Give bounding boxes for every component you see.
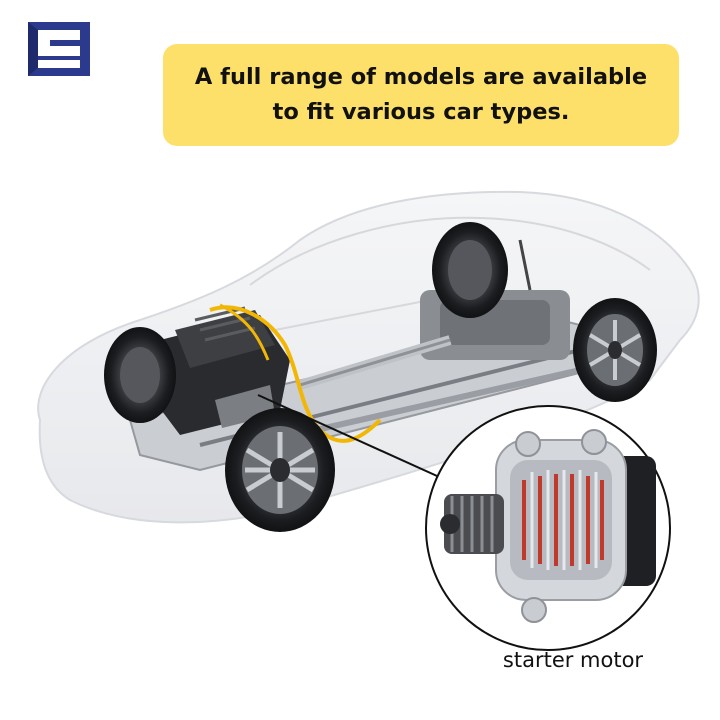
- rear-right-wheel: [573, 298, 657, 402]
- car-chassis-illustration: [37, 190, 700, 532]
- rear-left-wheel: [432, 222, 508, 318]
- starter-motor-inset: [425, 405, 671, 651]
- headline-banner: A full range of models are available to …: [163, 44, 679, 146]
- headline-text: A full range of models are available to …: [194, 64, 648, 125]
- front-right-wheel: [225, 408, 335, 532]
- front-left-wheel: [104, 327, 176, 423]
- pulley: [440, 494, 504, 554]
- brand-logo-icon: [28, 22, 90, 76]
- callout-label: starter motor: [502, 648, 644, 672]
